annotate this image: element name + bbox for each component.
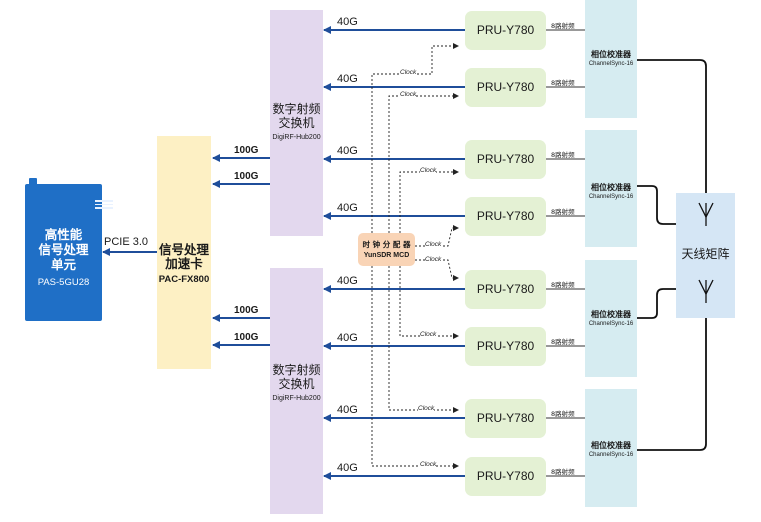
hub-name-line: 交换机 xyxy=(278,377,315,391)
link-40g-label: 40G xyxy=(337,404,358,416)
rf-channels-label: 8路射频 xyxy=(551,281,575,289)
vent-icon xyxy=(95,200,113,209)
calibrator-model: ChannelSync-16 xyxy=(588,61,634,67)
pru-module: PRU-Y780 xyxy=(465,197,546,236)
40g-arrows xyxy=(323,26,465,480)
clock-label: Clock xyxy=(420,461,437,468)
calibrator-name: 相位校准器 xyxy=(591,50,631,59)
card-name-line: 信号处理 xyxy=(158,242,209,257)
rf-lines xyxy=(546,29,585,477)
card-model: PAC-FX800 xyxy=(158,274,210,285)
antenna-matrix: 天线矩阵 xyxy=(676,193,735,318)
link-40g-label: 40G xyxy=(337,73,358,85)
link-40g-label: 40G xyxy=(337,202,358,214)
server-name-line: 信号处理 xyxy=(38,242,89,257)
calibrator-model: ChannelSync-16 xyxy=(588,321,634,327)
hub-name: 数字射频 交换机 xyxy=(266,102,327,130)
pru-module: PRU-Y780 xyxy=(465,457,546,496)
calibrator-model: ChannelSync-16 xyxy=(588,452,634,458)
pru-module: PRU-Y780 xyxy=(465,68,546,107)
link-100g-label: 100G xyxy=(234,305,259,316)
server-name: 高性能 信号处理 单元 xyxy=(25,227,102,272)
hub-model: DigiRF-Hub200 xyxy=(272,395,321,402)
link-40g-label: 40G xyxy=(337,462,358,474)
pru-module: PRU-Y780 xyxy=(465,399,546,438)
card-name-line: 加速卡 xyxy=(165,256,203,271)
calibrator-name: 相位校准器 xyxy=(591,310,631,319)
calibrator-name: 相位校准器 xyxy=(591,183,631,192)
clock-label: Clock xyxy=(418,405,435,412)
rf-channels-label: 8路射频 xyxy=(551,468,575,476)
phase-calibrator: 相位校准器 ChannelSync-16 xyxy=(585,130,637,247)
phase-calibrator: 相位校准器 ChannelSync-16 xyxy=(585,0,637,118)
clock-distributor: 时 钟 分 配 器 YunSDR MCD xyxy=(358,233,415,266)
card-name: 信号处理 加速卡 xyxy=(157,243,211,271)
rf-switch-hub-bottom: 数字射频 交换机 DigiRF-Hub200 xyxy=(270,268,323,514)
server-name-line: 高性能 xyxy=(44,227,83,242)
antenna-matrix-label: 天线矩阵 xyxy=(681,247,730,261)
link-40g-label: 40G xyxy=(337,16,358,28)
pcie-label: PCIE 3.0 xyxy=(104,236,149,248)
clock-distributor-model: YunSDR MCD xyxy=(363,252,410,259)
rf-channels-label: 8路射频 xyxy=(551,79,575,87)
rf-channels-label: 8路射频 xyxy=(551,410,575,418)
antenna-lines xyxy=(637,59,707,451)
clock-label: Clock xyxy=(425,256,442,263)
pru-module: PRU-Y780 xyxy=(465,270,546,309)
link-40g-label: 40G xyxy=(337,332,358,344)
pru-module: PRU-Y780 xyxy=(465,140,546,179)
clock-label: Clock xyxy=(420,331,437,338)
clock-distributor-name: 时 钟 分 配 器 xyxy=(362,240,411,249)
link-100g-label: 100G xyxy=(234,145,259,156)
clock-label: Clock xyxy=(420,167,437,174)
rf-switch-hub-top: 数字射频 交换机 DigiRF-Hub200 xyxy=(270,10,323,236)
rf-channels-label: 8路射频 xyxy=(551,22,575,30)
server-name-line: 单元 xyxy=(50,257,76,272)
hub-name-line: 数字射频 xyxy=(272,363,321,377)
link-100g-label: 100G xyxy=(234,171,259,182)
server-model: PAS-5GU28 xyxy=(37,277,90,288)
accelerator-card: 信号处理 加速卡 PAC-FX800 xyxy=(157,136,211,369)
calibrator-name: 相位校准器 xyxy=(591,441,631,450)
signal-processing-unit: 高性能 信号处理 单元 PAS-5GU28 xyxy=(25,178,113,321)
pru-module: PRU-Y780 xyxy=(465,327,546,366)
clock-label: Clock xyxy=(400,69,417,76)
100g-arrows xyxy=(212,154,270,349)
phase-calibrator: 相位校准器 ChannelSync-16 xyxy=(585,389,637,507)
clock-label: Clock xyxy=(400,91,417,98)
server-tab xyxy=(29,178,37,186)
calibrator-model: ChannelSync-16 xyxy=(588,194,634,200)
phase-calibrator: 相位校准器 ChannelSync-16 xyxy=(585,260,637,377)
hub-model: DigiRF-Hub200 xyxy=(272,134,321,141)
pru-module: PRU-Y780 xyxy=(465,11,546,50)
rf-channels-label: 8路射频 xyxy=(551,151,575,159)
hub-name-line: 交换机 xyxy=(278,116,315,130)
rf-channels-label: 8路射频 xyxy=(551,338,575,346)
link-100g-label: 100G xyxy=(234,332,259,343)
link-40g-label: 40G xyxy=(337,275,358,287)
hub-name: 数字射频 交换机 xyxy=(266,363,327,391)
clock-label: Clock xyxy=(425,241,442,248)
rf-channels-label: 8路射频 xyxy=(551,208,575,216)
link-40g-label: 40G xyxy=(337,145,358,157)
hub-name-line: 数字射频 xyxy=(272,102,321,116)
